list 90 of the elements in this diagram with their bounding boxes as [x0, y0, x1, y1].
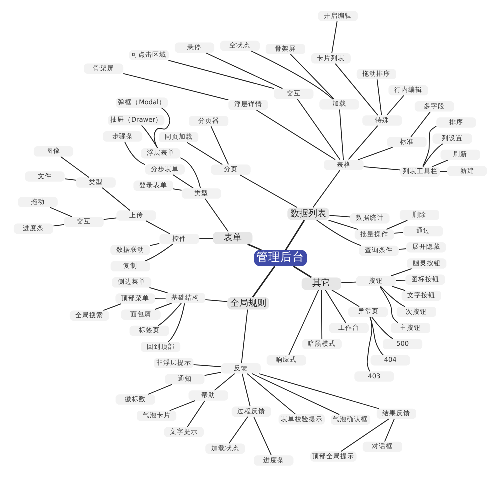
connector: [168, 303, 185, 342]
connector: [102, 304, 122, 312]
connector: [49, 207, 72, 218]
connector: [198, 238, 213, 240]
connector: [180, 158, 201, 189]
connector: [290, 54, 334, 100]
connector: [340, 282, 356, 284]
connector: [247, 244, 262, 251]
connector: [204, 372, 222, 376]
connector: [391, 286, 406, 292]
connector: [328, 215, 350, 218]
connector: [148, 287, 168, 294]
connector: [252, 266, 276, 298]
connector: [422, 126, 436, 168]
connector: [340, 418, 389, 452]
connector: [331, 290, 360, 308]
connector: [331, 21, 338, 54]
connector: [320, 290, 322, 340]
node-box: 管理后台: [254, 250, 307, 266]
connector: [186, 400, 205, 428]
node-box: 全局规则: [227, 297, 269, 310]
connector: [284, 220, 305, 251]
connector: [210, 126, 229, 166]
connector: [394, 232, 404, 234]
connector: [246, 374, 296, 415]
connector: [64, 178, 76, 181]
connector: [204, 300, 228, 302]
connector: [338, 109, 344, 160]
connector: [144, 244, 173, 262]
connector: [369, 317, 384, 356]
connector: [312, 170, 340, 208]
connector: [288, 290, 319, 356]
connector: [439, 171, 448, 172]
connector: [256, 110, 336, 160]
connector: [214, 373, 235, 391]
connector: [348, 126, 378, 160]
connector: [242, 374, 250, 407]
connector: [386, 95, 404, 116]
connector: [386, 220, 408, 230]
connector: [379, 286, 398, 324]
connector: [251, 373, 340, 416]
connector: [168, 60, 274, 90]
connector: [60, 156, 90, 178]
node-box: 其它: [301, 278, 341, 290]
connector: [52, 224, 64, 227]
connector: [240, 309, 248, 364]
connector: [366, 316, 372, 372]
connector: [204, 198, 228, 232]
connector: [158, 302, 182, 326]
connector: [172, 188, 182, 191]
connector: [362, 166, 400, 171]
connector: [147, 384, 172, 396]
connector: [172, 174, 194, 189]
connector: [145, 220, 170, 234]
connector: [292, 266, 312, 278]
connector: [192, 364, 222, 368]
connector: [102, 188, 130, 212]
connector: [122, 73, 229, 101]
connector: [324, 290, 346, 324]
connector: [398, 248, 406, 250]
connector: [140, 125, 158, 149]
connector: [380, 286, 406, 308]
connector: [296, 98, 340, 160]
connector: [410, 112, 431, 138]
connector: [384, 418, 394, 442]
connector: [328, 220, 358, 230]
connector: [258, 373, 379, 410]
connector: [239, 174, 298, 208]
connector: [357, 147, 393, 160]
connector: [102, 218, 117, 220]
connector: [395, 280, 406, 282]
node-box: 数据列表: [287, 208, 329, 220]
connector: [422, 144, 443, 168]
connector: [228, 416, 248, 444]
connector: [154, 108, 170, 149]
node-box: 表单: [212, 232, 252, 244]
connector: [154, 302, 172, 310]
connector: [253, 416, 272, 456]
connector: [316, 220, 362, 246]
connector: [376, 79, 382, 116]
connector: [432, 160, 448, 168]
connector: [334, 64, 378, 116]
connector: [168, 400, 196, 412]
connector: [149, 243, 160, 246]
connector: [186, 142, 223, 166]
connector: [124, 141, 146, 166]
connector: [390, 268, 412, 277]
connector: [154, 298, 166, 299]
connector: [205, 52, 283, 90]
connector: [371, 316, 394, 340]
